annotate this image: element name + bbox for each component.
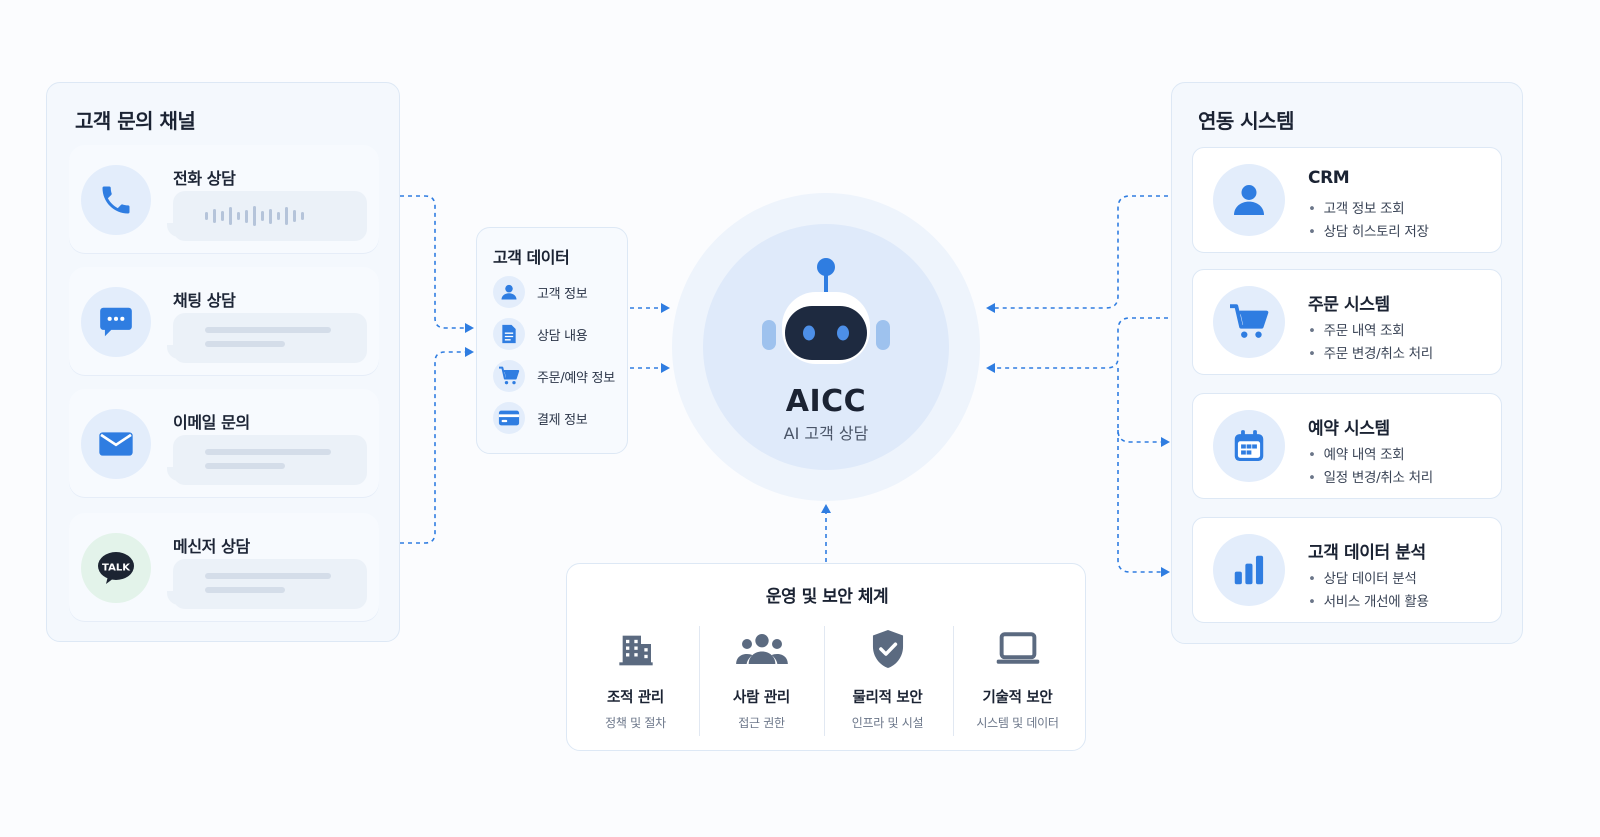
channels-title: 고객 문의 채널 (75, 109, 196, 133)
ops-org: 조적 관리 정책 및 절차 (573, 624, 698, 731)
system-analytics[interactable]: 고객 데이터 분석 상담 데이터 분석 서비스 개선에 활용 (1192, 517, 1502, 623)
channel-label: 이메일 문의 (173, 413, 250, 432)
bullet: 고객 정보 조회 (1308, 198, 1429, 221)
data-item-payment: 결제 정보 (493, 402, 588, 434)
text-bubble (167, 559, 367, 609)
channel-label: 메신저 상담 (173, 537, 250, 556)
building-icon (573, 624, 698, 674)
system-title: 예약 시스템 (1308, 419, 1390, 439)
person-icon (493, 276, 525, 308)
divider (953, 626, 954, 736)
robot-icon (762, 258, 890, 364)
system-crm[interactable]: CRM 고객 정보 조회 상담 히스토리 저장 (1192, 147, 1502, 253)
card-icon (493, 402, 525, 434)
system-reservation[interactable]: 예약 시스템 예약 내역 조회 일정 변경/취소 처리 (1192, 393, 1502, 499)
bar-chart-icon (1213, 534, 1285, 606)
aicc-subtitle: AI 고객 상담 (783, 424, 869, 443)
document-icon (493, 318, 525, 350)
data-item-consult: 상담 내용 (493, 318, 588, 350)
cart-icon (1213, 286, 1285, 358)
laptop-icon (955, 624, 1080, 674)
bullet: 일정 변경/취소 처리 (1308, 467, 1434, 490)
bullet: 상담 데이터 분석 (1308, 568, 1429, 591)
waveform-icon (205, 205, 304, 227)
channel-messenger[interactable]: TALK 메신저 상담 (69, 513, 379, 621)
channels-panel: 고객 문의 채널 전화 상담 채팅 상담 이메일 문의 TALK 메신저 (46, 82, 400, 642)
bullet: 서비스 개선에 활용 (1308, 591, 1429, 614)
text-bubble (167, 435, 367, 485)
system-order[interactable]: 주문 시스템 주문 내역 조회 주문 변경/취소 처리 (1192, 269, 1502, 375)
divider (699, 626, 700, 736)
person-icon (1213, 164, 1285, 236)
talk-icon: TALK (81, 533, 151, 603)
system-title: CRM (1308, 168, 1350, 188)
aicc-title: AICC (785, 384, 867, 419)
channel-email[interactable]: 이메일 문의 (69, 389, 379, 497)
calendar-icon (1213, 410, 1285, 482)
ops-people: 사람 관리 접근 권한 (699, 624, 824, 731)
bullet: 상담 히스토리 저장 (1308, 221, 1429, 244)
system-bullets: 고객 정보 조회 상담 히스토리 저장 (1308, 198, 1429, 244)
ops-panel: 운영 및 보안 체계 조적 관리 정책 및 절차 사람 관리 접근 권한 물리적… (566, 563, 1086, 751)
divider (824, 626, 825, 736)
channel-chat[interactable]: 채팅 상담 (69, 267, 379, 375)
data-item-order: 주문/예약 정보 (493, 360, 615, 392)
system-bullets: 상담 데이터 분석 서비스 개선에 활용 (1308, 568, 1429, 614)
system-bullets: 주문 내역 조회 주문 변경/취소 처리 (1308, 320, 1434, 366)
bullet: 예약 내역 조회 (1308, 444, 1433, 467)
voice-bubble (167, 191, 367, 241)
chat-icon (81, 287, 151, 357)
ops-technical: 기술적 보안 시스템 및 데이터 (955, 624, 1080, 731)
channel-phone[interactable]: 전화 상담 (69, 145, 379, 253)
bullet: 주문 내역 조회 (1308, 320, 1433, 343)
channel-label: 채팅 상담 (173, 291, 236, 310)
system-title: 고객 데이터 분석 (1308, 543, 1426, 563)
customer-data-panel: 고객 데이터 고객 정보 상담 내용 주문/예약 정보 결제 정보 (476, 227, 628, 454)
shield-icon (825, 624, 950, 674)
data-item-customer-info: 고객 정보 (493, 276, 588, 308)
ops-physical: 물리적 보안 인프라 및 시설 (825, 624, 950, 731)
cart-icon (493, 360, 525, 392)
channel-label: 전화 상담 (173, 169, 236, 188)
bullet: 주문 변경/취소 처리 (1308, 343, 1434, 366)
systems-title: 연동 시스템 (1198, 109, 1294, 133)
customer-data-title: 고객 데이터 (493, 248, 570, 267)
svg-text:TALK: TALK (102, 563, 131, 574)
text-bubble (167, 313, 367, 363)
system-title: 주문 시스템 (1308, 295, 1390, 315)
mail-icon (81, 409, 151, 479)
system-bullets: 예약 내역 조회 일정 변경/취소 처리 (1308, 444, 1434, 490)
ops-title: 운영 및 보안 체계 (765, 587, 889, 607)
systems-panel: 연동 시스템 CRM 고객 정보 조회 상담 히스토리 저장 주문 시스템 주문… (1171, 82, 1523, 644)
phone-icon (81, 165, 151, 235)
people-icon (699, 624, 824, 674)
